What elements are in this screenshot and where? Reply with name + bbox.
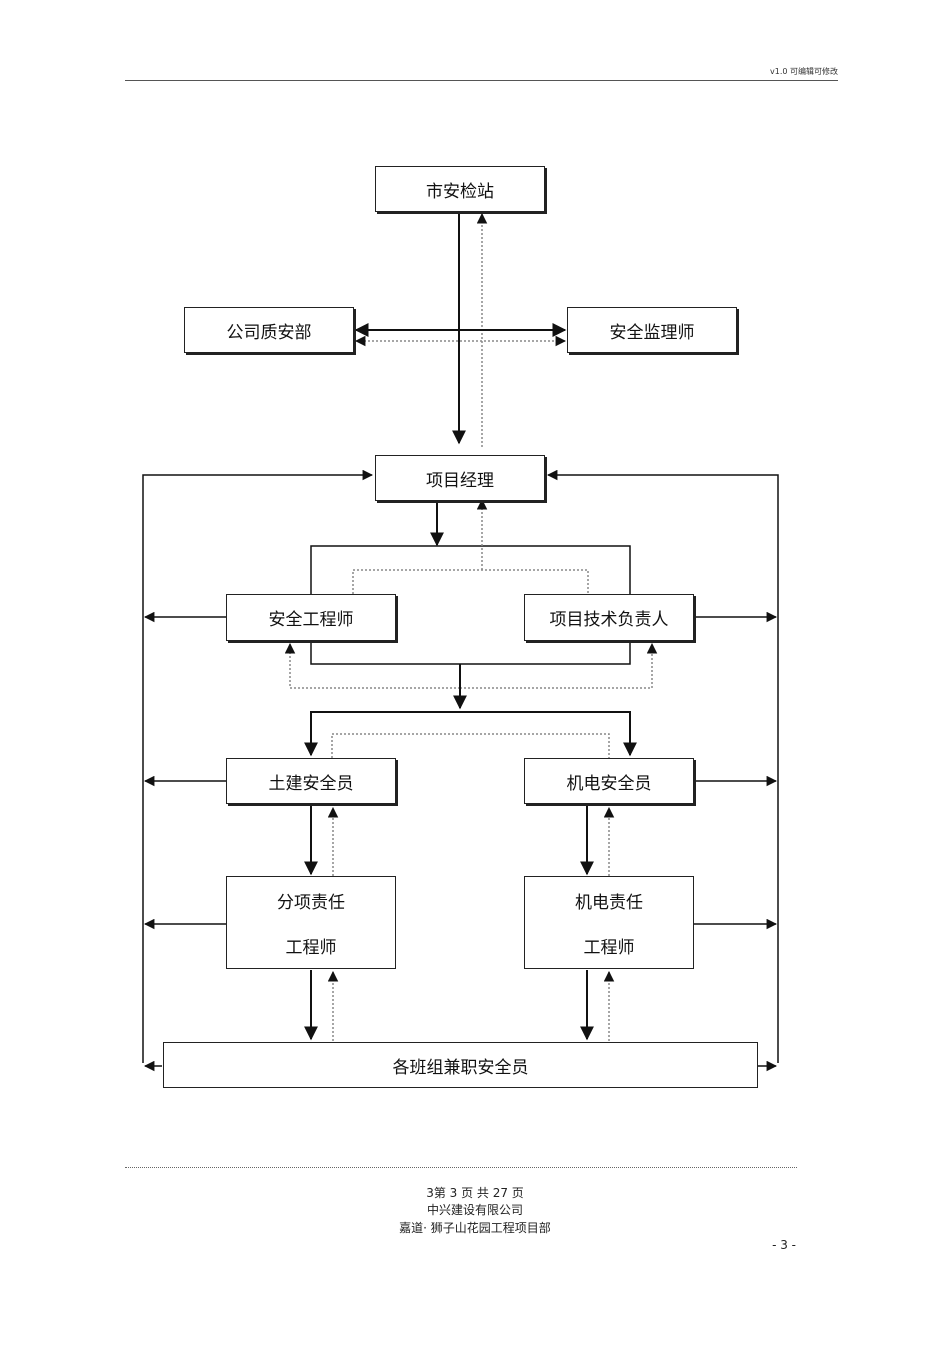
node-label: 市安检站 bbox=[426, 181, 494, 202]
node-tech-lead: 项目技术负责人 bbox=[524, 594, 694, 641]
engineer-bottom-bracket bbox=[310, 641, 631, 665]
node-supervisor: 安全监理师 bbox=[567, 307, 737, 353]
header-divider bbox=[125, 80, 838, 81]
footer-project: 嘉道· 狮子山花园工程项目部 bbox=[399, 1221, 551, 1235]
right-outer-line bbox=[546, 469, 779, 1063]
node-label: 项目技术负责人 bbox=[549, 610, 669, 630]
node-project-manager: 项目经理 bbox=[375, 455, 545, 501]
node-city-station: 市安检站 bbox=[375, 166, 545, 212]
dotted-feedback-safety-engineer bbox=[284, 642, 460, 689]
node-civil-safety: 土建安全员 bbox=[226, 758, 396, 804]
engineer-bracket bbox=[310, 545, 631, 594]
node-safety-engineer: 安全工程师 bbox=[226, 594, 396, 641]
node-mep-engineer: 机电责任 工程师 bbox=[524, 876, 694, 969]
node-mep-safety: 机电安全员 bbox=[524, 758, 694, 804]
page-number: - 3 - bbox=[772, 1238, 796, 1252]
node-label: 分项责任 bbox=[277, 892, 345, 913]
node-label: 公司质安部 bbox=[226, 322, 312, 343]
node-label: 机电安全员 bbox=[566, 773, 652, 794]
node-label: 安全监理师 bbox=[609, 322, 695, 343]
node-label: 土建安全员 bbox=[268, 773, 354, 794]
node-label: 安全工程师 bbox=[268, 610, 354, 630]
arrow-to-mep bbox=[460, 711, 637, 757]
arrow-to-civil bbox=[304, 711, 460, 757]
node-sub-engineer: 分项责任 工程师 bbox=[226, 876, 396, 969]
dotted-engineer-bracket bbox=[352, 569, 589, 594]
footer-divider bbox=[125, 1167, 797, 1168]
node-label: 工程师 bbox=[583, 937, 635, 958]
node-company-qa: 公司质安部 bbox=[184, 307, 354, 353]
header-note: v1.0 可编辑可修改 bbox=[770, 67, 838, 76]
node-label: 机电责任 bbox=[575, 892, 643, 913]
node-label: 各班组兼职安全员 bbox=[392, 1057, 529, 1078]
node-label: 工程师 bbox=[285, 937, 337, 958]
dotted-officer-bracket bbox=[331, 733, 610, 758]
node-team-safety: 各班组兼职安全员 bbox=[163, 1042, 758, 1088]
footer-company: 中兴建设有限公司 bbox=[426, 1203, 523, 1217]
dotted-feedback-tech-lead bbox=[460, 642, 658, 689]
left-outer-line bbox=[142, 469, 374, 1063]
node-label: 项目经理 bbox=[426, 470, 494, 491]
footer-page-line: 3第 3 页 共 27 页 bbox=[426, 1186, 524, 1200]
